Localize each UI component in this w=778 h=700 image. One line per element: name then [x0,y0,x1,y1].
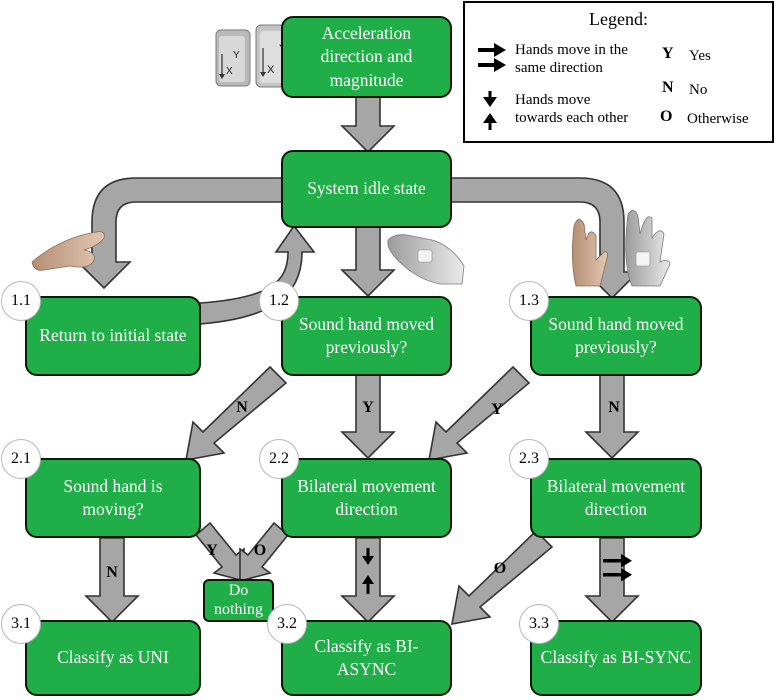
sound-hand-moved-node-1-3: Sound hand moved previously? [530,296,702,376]
edge-label-1-3-no: N [608,399,620,416]
step-number-2-2: 2.2 [259,439,299,479]
legend-towards-text: Hands move towards each other [515,92,629,126]
classify-uni-node: Classify as UNI [25,620,201,696]
sound-hand-moved-node-1-2: Sound hand moved previously? [281,296,452,376]
arrow-2-1-yes [194,521,245,583]
edge-label-1-2-no: N [236,399,248,416]
legend-panel: Legend: Hands move in the same direction… [463,1,774,143]
legend-yes-key: Y [662,45,674,62]
edge-label-2-2-otherwise: O [253,542,267,559]
arrow-accel-to-idle [340,96,396,154]
system-idle-state-node: System idle state [281,150,452,228]
legend-same-direction-text: Hands move in the same direction [515,42,628,76]
step-number-3-2: 3.2 [267,604,307,644]
step-number-2-3: 2.3 [509,439,549,479]
do-nothing-node: Do nothing [203,579,274,622]
edge-label-1-3-yes: Y [491,401,503,418]
return-initial-state-node: Return to initial state [25,296,201,376]
step-number-1-1: 1.1 [1,281,41,321]
arrow-1-3-yes [428,365,531,461]
step-number-3-1: 3.1 [1,604,41,644]
sensor-x-label: X [226,66,233,77]
flat-hand-icon [31,231,105,271]
legend-no-key: N [662,79,674,96]
arrow-1-2-yes [340,373,396,460]
arrow-2-1-no [84,537,140,624]
same-direction-icon [603,554,632,582]
towards-each-other-icon [362,548,374,594]
classify-bi-sync-node: Classify as BI-SYNC [530,620,702,696]
edge-label-2-3-otherwise: O [493,560,507,577]
two-hands-icon [572,210,671,287]
legend-same-direction-icon [478,43,506,72]
arrow-2-3-otherwise [451,529,554,625]
legend-title: Legend: [589,9,648,29]
arrow-2-2-otherwise [239,521,290,583]
legend-yes-text: Yes [689,48,711,64]
arrow-1-2-no [185,365,288,461]
gloved-hand-icon [387,234,465,285]
step-number-2-1: 2.1 [1,439,41,479]
edge-label-2-1-yes: Y [206,542,218,559]
edge-label-1-2-yes: Y [362,399,374,416]
sound-hand-moving-node: Sound hand is moving? [25,458,201,538]
arrow-1-3-no [584,373,640,460]
bilateral-direction-node-2-3: Bilateral movement direction [530,458,702,538]
legend-otherwise-key: O [660,108,673,125]
step-number-1-3: 1.3 [509,281,549,321]
legend-otherwise-text: Otherwise [687,111,749,127]
classify-bi-async-node: Classify as BI-ASYNC [281,620,452,696]
arrow-2-3-same [584,537,640,624]
sensor-x-label-2: X [267,64,275,76]
step-number-3-3: 3.3 [519,604,559,644]
legend-towards-icon [483,91,497,130]
legend-no-text: No [689,82,708,98]
acceleration-input-node: Acceleration direction and magnitude [281,16,452,98]
step-number-1-2: 1.2 [259,281,299,321]
bilateral-direction-node-2-2: Bilateral movement direction [281,458,452,538]
arrow-idle-to-1-2 [340,225,396,298]
edge-label-2-1-no: N [106,564,118,581]
sensor-y-label: Y [233,50,240,61]
